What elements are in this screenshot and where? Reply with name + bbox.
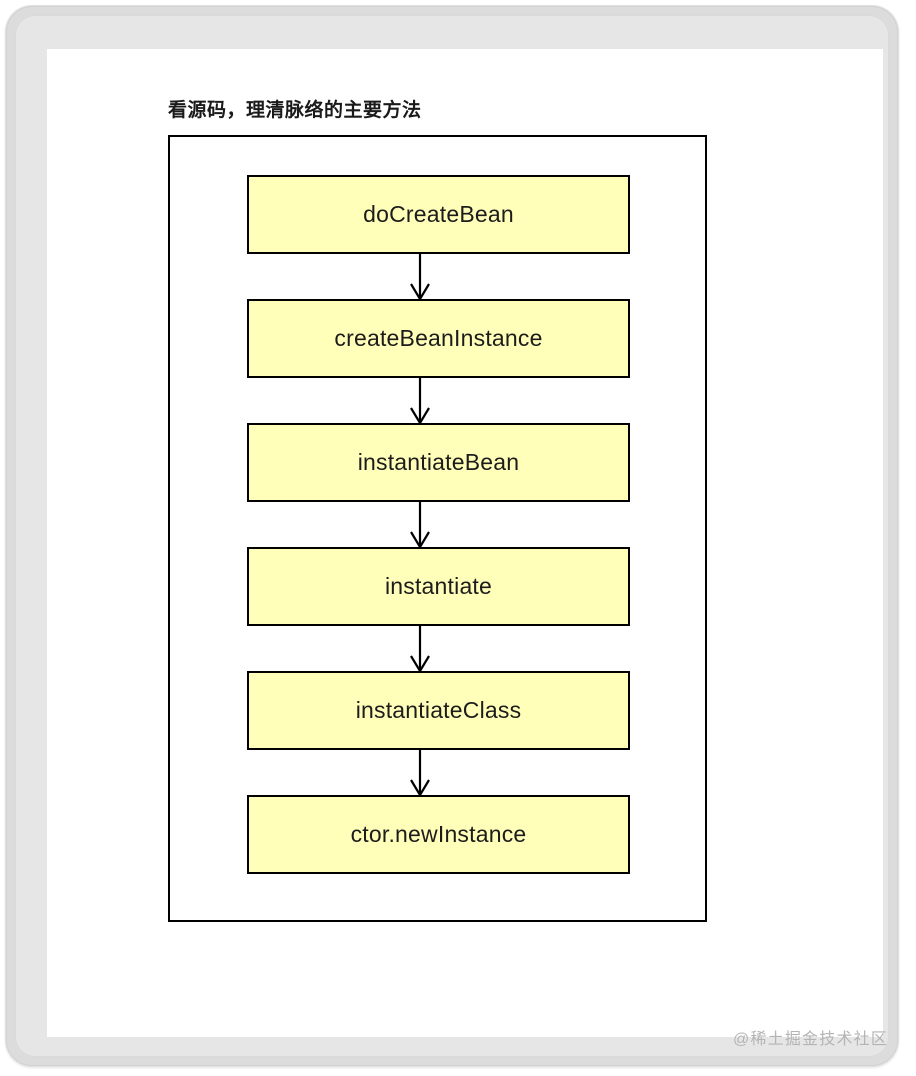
page-frame: 看源码，理清脉络的主要方法 doCreateBean createBeanIns… xyxy=(6,6,898,1066)
flow-node-label: instantiateBean xyxy=(357,449,520,475)
flow-arrow-down-icon xyxy=(410,502,430,550)
flow-node-instantiate-bean[interactable]: instantiateBean xyxy=(247,423,630,502)
flow-arrow-down-icon xyxy=(410,626,430,674)
flow-arrow-down-icon xyxy=(410,378,430,426)
flow-node-label: doCreateBean xyxy=(363,201,514,227)
page-title: 看源码，理清脉络的主要方法 xyxy=(168,100,422,121)
flow-arrow-down-icon xyxy=(410,750,430,798)
flow-node-instantiate[interactable]: instantiate xyxy=(247,547,630,626)
flow-arrow-down-icon xyxy=(410,254,430,302)
flow-node-do-create-bean[interactable]: doCreateBean xyxy=(247,175,630,254)
flow-node-create-bean-instance[interactable]: createBeanInstance xyxy=(247,299,630,378)
flow-node-instantiate-class[interactable]: instantiateClass xyxy=(247,671,630,750)
flowchart-container: doCreateBean createBeanInstance instanti… xyxy=(168,135,707,922)
flow-node-ctor-new-instance[interactable]: ctor.newInstance xyxy=(247,795,630,874)
flow-node-label: ctor.newInstance xyxy=(350,821,527,847)
watermark: @稀土掘金技术社区 xyxy=(733,1031,889,1048)
flow-node-label: createBeanInstance xyxy=(334,325,543,351)
flow-node-label: instantiateClass xyxy=(355,697,522,723)
flow-node-label: instantiate xyxy=(384,573,493,599)
